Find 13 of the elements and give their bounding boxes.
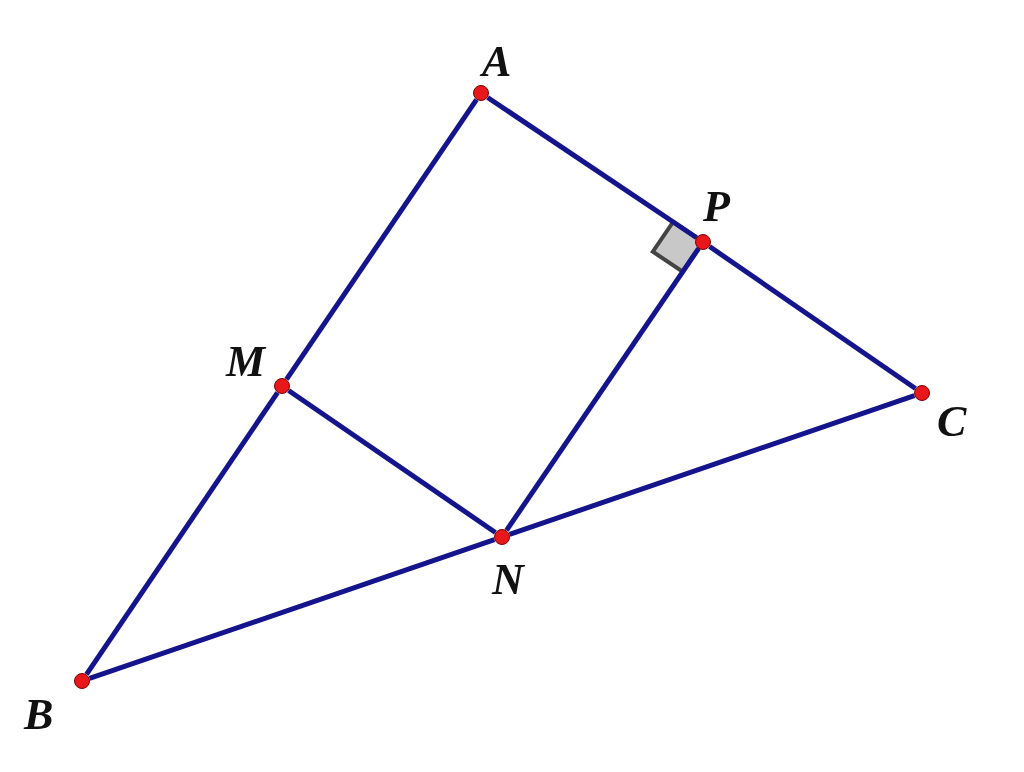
line-segment xyxy=(84,391,280,676)
point-label: C xyxy=(937,400,967,444)
line-segment xyxy=(708,244,917,391)
point-label: M xyxy=(226,340,266,384)
point-label: B xyxy=(24,693,54,737)
line-segment xyxy=(504,247,701,532)
line-segment xyxy=(486,95,698,240)
line-segment xyxy=(88,537,496,681)
line-segment xyxy=(287,388,497,535)
point-label: N xyxy=(492,558,524,602)
point-label: P xyxy=(703,185,730,229)
line-segment xyxy=(508,393,916,537)
line-segment xyxy=(284,98,479,381)
